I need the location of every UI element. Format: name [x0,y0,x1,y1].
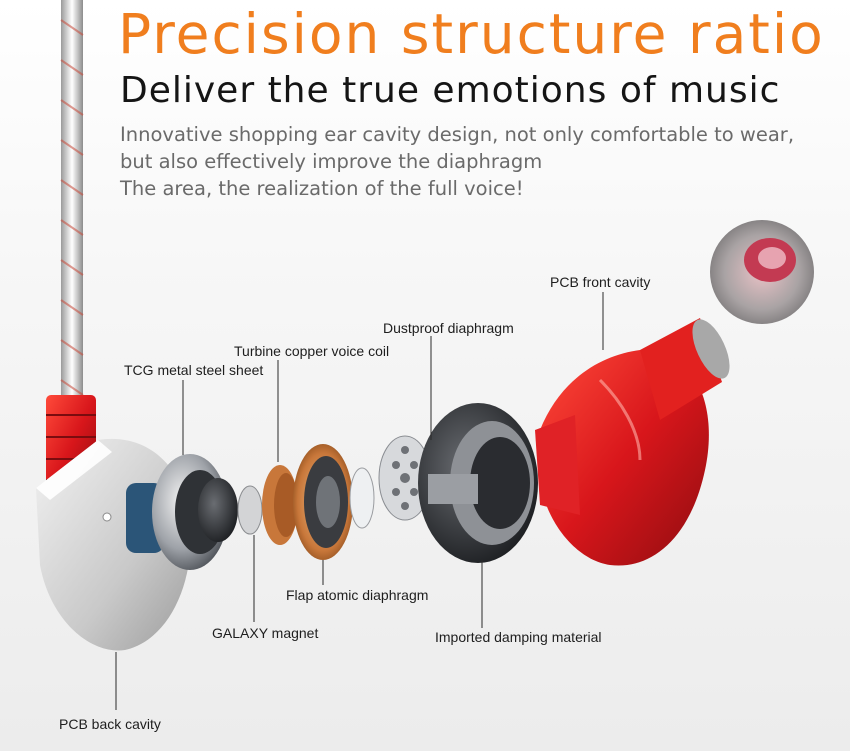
label-tcg-metal-steel-sheet: TCG metal steel sheet [124,362,263,378]
label-flap-atomic-diaphragm: Flap atomic diaphragm [286,587,428,603]
pcb-front-cavity [535,318,730,566]
turbine-copper-voice-coil [262,465,298,545]
imported-damping-material [418,403,538,563]
label-pcb-front-cavity: PCB front cavity [550,274,650,290]
page-subtitle: Deliver the true emotions of music [120,70,781,111]
description: Innovative shopping ear cavity design, n… [120,121,840,202]
leader-lines [115,292,604,710]
cable [60,0,84,400]
label-galaxy-magnet: GALAXY magnet [212,625,318,641]
description-line-2: but also effectively improve the diaphra… [120,150,543,173]
label-turbine-copper-voice-coil: Turbine copper voice coil [234,343,389,359]
galaxy-magnet [198,478,263,542]
page-title: Precision structure ratio [118,2,825,66]
description-line-3: The area, the realization of the full vo… [120,177,524,200]
label-imported-damping-material: Imported damping material [435,629,602,645]
flap-atomic-diaphragm [293,444,375,560]
ear-tip [710,220,814,324]
label-dustproof-diaphragm: Dustproof diaphragm [383,320,514,336]
dustproof-diaphragm [378,435,432,521]
label-pcb-back-cavity: PCB back cavity [59,716,161,732]
description-line-1: Innovative shopping ear cavity design, n… [120,123,795,146]
